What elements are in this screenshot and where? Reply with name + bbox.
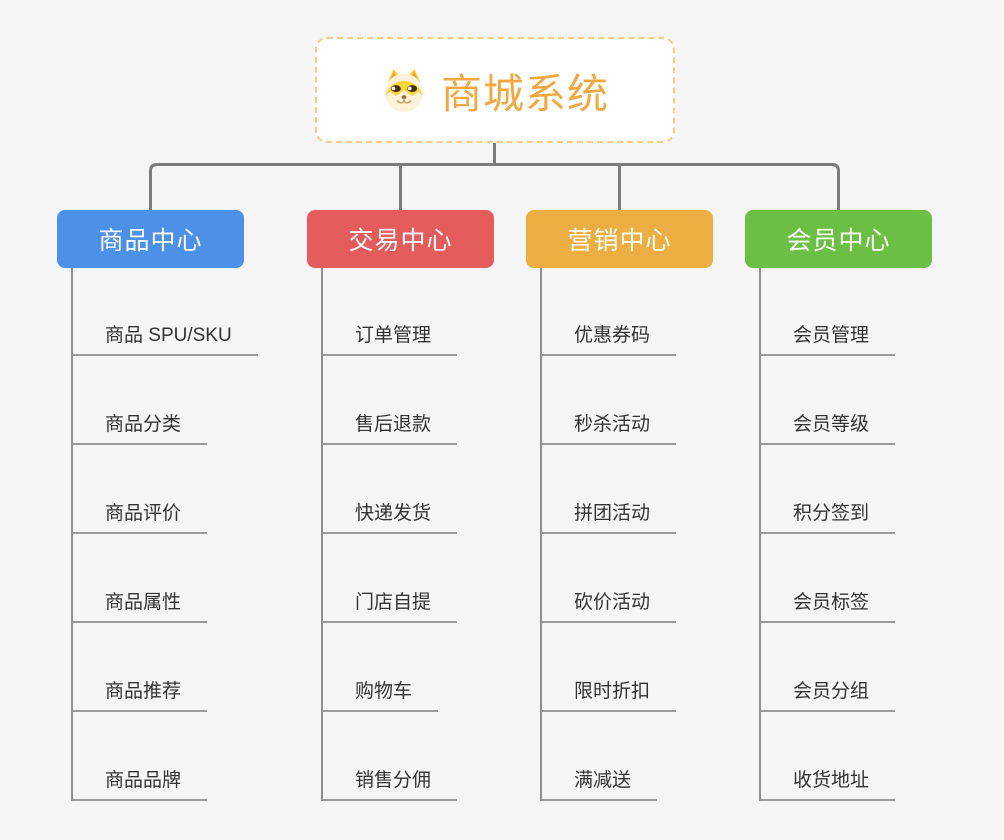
- leaf-node[interactable]: 收货地址: [761, 712, 896, 801]
- leaf-label: 会员管理: [793, 325, 870, 347]
- branch-label: 商品中心: [98, 227, 203, 255]
- leaf-label: 收货地址: [793, 770, 870, 792]
- leaf-label: 会员标签: [793, 592, 870, 614]
- leaf-label: 快递发货: [355, 503, 432, 525]
- leaf-node[interactable]: 商品 SPU/SKU: [73, 267, 258, 356]
- leaf-node[interactable]: 积分签到: [761, 445, 896, 534]
- leaf-node[interactable]: 砍价活动: [542, 534, 677, 623]
- leaf-label: 门店自提: [355, 592, 432, 614]
- branch-column-marketing: 优惠券码 秒杀活动 拼团活动 砍价活动 限时折扣 满减送: [540, 267, 677, 801]
- branch-column-trade: 订单管理 售后退款 快递发货 门店自提 购物车 销售分佣: [321, 267, 458, 801]
- branch-label: 营销中心: [567, 227, 672, 255]
- branch-column-product: 商品 SPU/SKU 商品分类 商品评价 商品属性 商品推荐 商品品牌: [71, 267, 258, 801]
- branch-node-product-center[interactable]: 商品中心: [57, 210, 244, 268]
- leaf-label: 订单管理: [355, 325, 432, 347]
- leaf-label: 拼团活动: [574, 503, 651, 525]
- leaf-label: 购物车: [355, 681, 413, 703]
- leaf-node[interactable]: 会员标签: [761, 534, 896, 623]
- leaf-node[interactable]: 满减送: [542, 712, 658, 801]
- leaf-label: 商品评价: [105, 503, 182, 525]
- leaf-label: 商品属性: [105, 592, 182, 614]
- leaf-label: 砍价活动: [574, 592, 651, 614]
- leaf-node[interactable]: 优惠券码: [542, 267, 677, 356]
- leaf-label: 商品 SPU/SKU: [105, 325, 232, 347]
- leaf-node[interactable]: 购物车: [323, 623, 439, 712]
- branch-bus-line: [149, 163, 840, 210]
- leaf-label: 会员等级: [793, 414, 870, 436]
- leaf-node[interactable]: 快递发货: [323, 445, 458, 534]
- leaf-label: 商品推荐: [105, 681, 182, 703]
- branch-label: 会员中心: [786, 227, 891, 255]
- leaf-node[interactable]: 订单管理: [323, 267, 458, 356]
- leaf-label: 优惠券码: [574, 325, 651, 347]
- branch-column-member: 会员管理 会员等级 积分签到 会员标签 会员分组 收货地址: [759, 267, 896, 801]
- leaf-label: 销售分佣: [355, 770, 432, 792]
- leaf-label: 商品分类: [105, 414, 182, 436]
- branch-node-member-center[interactable]: 会员中心: [745, 210, 932, 268]
- leaf-node[interactable]: 门店自提: [323, 534, 458, 623]
- connector-lines: [149, 141, 840, 210]
- leaf-label: 秒杀活动: [574, 414, 651, 436]
- leaf-node[interactable]: 销售分佣: [323, 712, 458, 801]
- leaf-label: 限时折扣: [574, 681, 651, 703]
- leaf-label: 满减送: [574, 770, 632, 792]
- leaf-node[interactable]: 会员管理: [761, 267, 896, 356]
- branch-label: 交易中心: [348, 227, 453, 255]
- leaf-node[interactable]: 拼团活动: [542, 445, 677, 534]
- leaf-node[interactable]: 限时折扣: [542, 623, 677, 712]
- branch-node-marketing-center[interactable]: 营销中心: [526, 210, 713, 268]
- dog-face-icon: [384, 68, 424, 113]
- leaf-node[interactable]: 商品推荐: [73, 623, 208, 712]
- leaf-label: 会员分组: [793, 681, 870, 703]
- leaf-node[interactable]: 商品分类: [73, 356, 208, 445]
- root-node[interactable]: 商城系统: [315, 37, 675, 143]
- leaf-node[interactable]: 售后退款: [323, 356, 458, 445]
- root-title: 商城系统: [441, 71, 609, 117]
- leaf-node[interactable]: 商品品牌: [73, 712, 208, 801]
- leaf-label: 积分签到: [793, 503, 870, 525]
- branch-node-trade-center[interactable]: 交易中心: [307, 210, 494, 268]
- leaf-node[interactable]: 商品属性: [73, 534, 208, 623]
- leaf-node[interactable]: 秒杀活动: [542, 356, 677, 445]
- leaf-node[interactable]: 会员分组: [761, 623, 896, 712]
- leaf-label: 商品品牌: [105, 770, 182, 792]
- leaf-node[interactable]: 会员等级: [761, 356, 896, 445]
- leaf-label: 售后退款: [355, 414, 432, 436]
- leaf-node[interactable]: 商品评价: [73, 445, 208, 534]
